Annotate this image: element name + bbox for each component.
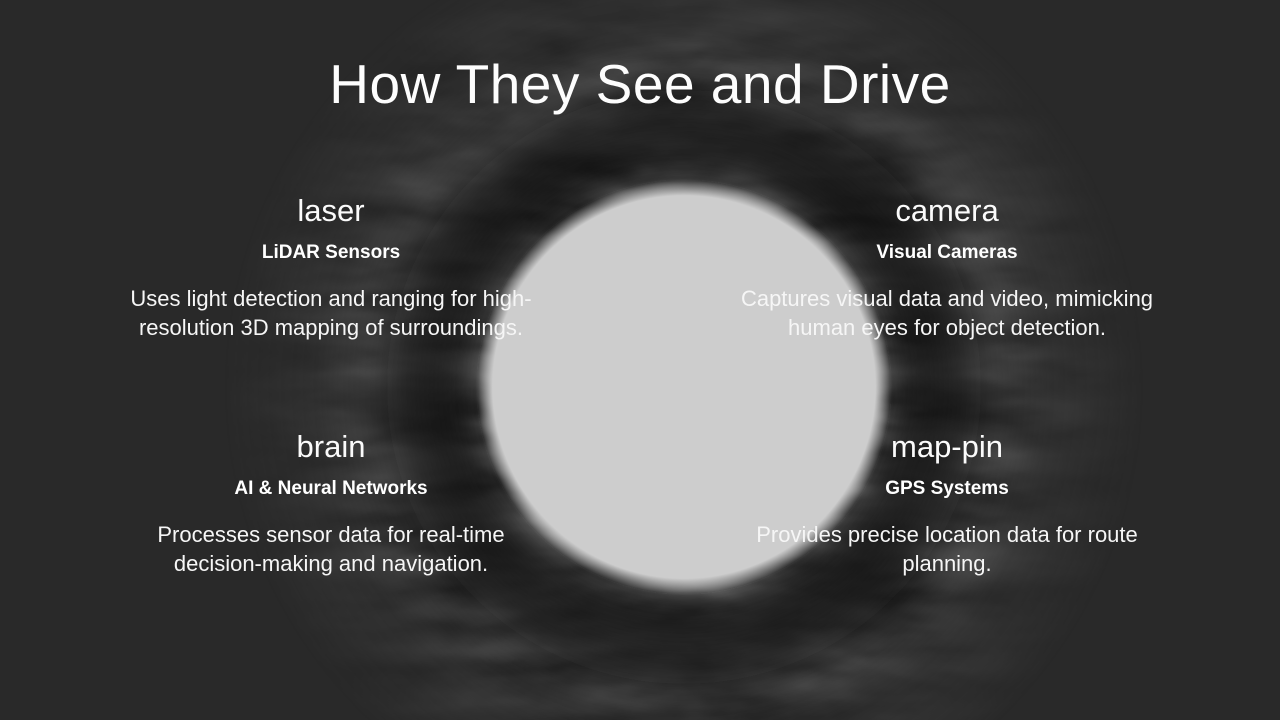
feature-ai-title: AI & Neural Networks (234, 478, 428, 499)
feature-ai-description: Processes sensor data for real-time deci… (157, 522, 505, 576)
feature-cameras-title: Visual Cameras (876, 242, 1018, 263)
feature-cameras: camera Visual Cameras Captures visual da… (697, 192, 1197, 342)
feature-lidar: laser LiDAR Sensors Uses light detection… (81, 192, 581, 342)
feature-ai: brain AI & Neural Networks Processes sen… (81, 428, 581, 578)
page-title: How They See and Drive (329, 53, 951, 115)
map-pin-icon-placeholder: map-pin (891, 429, 1003, 464)
feature-lidar-description: Uses light detection and ranging for hig… (130, 286, 532, 340)
feature-cameras-description: Captures visual data and video, mimickin… (740, 286, 1154, 340)
feature-lidar-title: LiDAR Sensors (261, 242, 401, 263)
camera-icon-placeholder: camera (895, 193, 999, 228)
brain-icon-placeholder: brain (296, 429, 366, 464)
feature-gps-description: Provides precise location data for route… (756, 522, 1138, 576)
laser-icon-placeholder: laser (297, 193, 365, 228)
feature-gps-title: GPS Systems (885, 478, 1009, 499)
feature-gps: map-pin GPS Systems Provides precise loc… (697, 428, 1197, 578)
